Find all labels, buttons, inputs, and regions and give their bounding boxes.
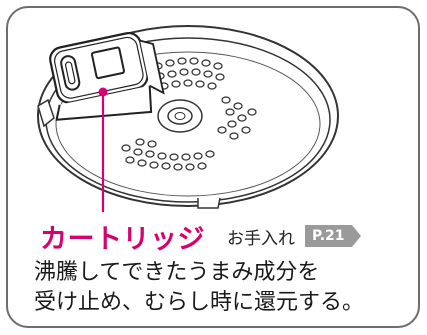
description-line: 受け止め、むらし時に還元する。: [34, 290, 365, 315]
info-card: カートリッジ お手入れ P.21 沸騰してできたうまみ成分を 受け止め、むらし時…: [6, 6, 420, 328]
page-reference-badge[interactable]: P.21: [305, 225, 361, 247]
care-label: お手入れ: [227, 228, 295, 249]
arrow-right-icon: [351, 225, 361, 247]
page-number: P.21: [305, 225, 352, 247]
description: 沸騰してできたうまみ成分を 受け止め、むらし時に還元する。: [34, 258, 424, 318]
part-title-row: カートリッジ お手入れ P.21: [40, 216, 361, 256]
description-line: 沸騰してできたうまみ成分を: [34, 260, 320, 285]
inner-lid-illustration: [37, 25, 339, 212]
part-name: カートリッジ: [40, 223, 205, 255]
